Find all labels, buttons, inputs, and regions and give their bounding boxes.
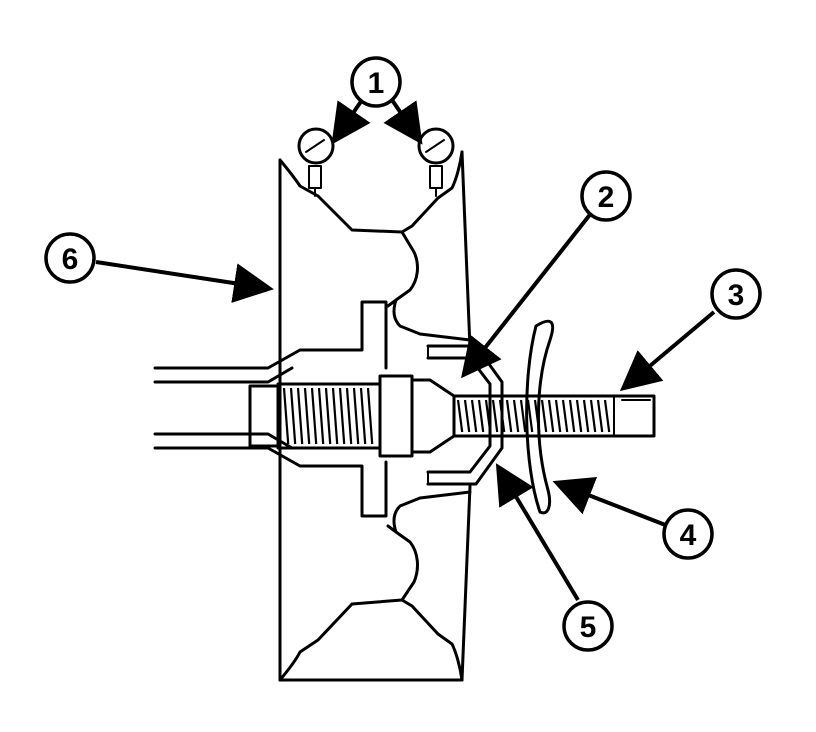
screw-thread-line: [512, 399, 520, 433]
screw-thread-line: [526, 399, 534, 433]
screw-thread-line: [540, 399, 548, 433]
leader-arrows: [95, 98, 716, 602]
screw-thread-line: [547, 399, 555, 433]
wheel-rim: [278, 150, 472, 682]
screw-thread-line: [498, 399, 506, 433]
screw-thread-line: [582, 399, 590, 433]
arrow-5: [495, 463, 580, 602]
forcing-screw: [452, 394, 656, 438]
callout-6: 6: [44, 232, 96, 284]
spindle-thread-line: [324, 387, 332, 445]
screw-thread-line: [589, 399, 597, 433]
callout-2-label: 2: [598, 181, 615, 214]
threaded-spindle: [276, 374, 456, 458]
arrow-1-left: [331, 98, 371, 145]
spindle-thread-line: [359, 387, 367, 445]
screw-thread-line: [477, 399, 485, 433]
spindle-thread-line: [331, 387, 339, 445]
spindle-thread-line: [338, 387, 346, 445]
screw-thread-line: [575, 399, 583, 433]
screw-thread-line: [463, 399, 471, 433]
callout-1-label: 1: [368, 67, 385, 100]
axle-shaft: [153, 300, 388, 518]
spindle-thread-line: [303, 387, 311, 445]
dial-indicator-right: [417, 127, 455, 197]
arrow-1-right: [383, 98, 423, 145]
callout-3-label: 3: [728, 279, 745, 312]
spindle-thread-line: [366, 387, 374, 445]
callout-5-label: 5: [580, 611, 597, 644]
arrow-4: [552, 476, 669, 528]
spindle-thread-line: [352, 387, 360, 445]
spindle-thread-line: [282, 387, 290, 445]
screw-thread-line: [568, 399, 576, 433]
dial-indicator-left: [297, 127, 335, 197]
screw-thread-line: [561, 399, 569, 433]
screw-thread-line: [554, 399, 562, 433]
screw-thread-line: [470, 399, 478, 433]
puller-bridge: [511, 319, 555, 515]
callout-5: 5: [562, 600, 614, 652]
callout-6-label: 6: [62, 243, 79, 276]
arrow-2: [461, 210, 594, 379]
spindle-thread-line: [296, 387, 304, 445]
screw-thread-line: [603, 399, 611, 433]
callout-4: 4: [662, 508, 714, 560]
arrow-6: [95, 260, 274, 303]
callout-3: 3: [710, 268, 762, 320]
spindle-thread-line: [317, 387, 325, 445]
spindle-thread-line: [310, 387, 318, 445]
screw-thread-line: [491, 399, 499, 433]
screw-thread-line: [456, 399, 464, 433]
puller-adapter: [426, 344, 504, 486]
spindle-thread-line: [289, 387, 297, 445]
screw-thread-line: [596, 399, 604, 433]
screw-thread-line: [519, 399, 527, 433]
callout-2: 2: [580, 170, 632, 222]
callout-1: 1: [350, 56, 402, 108]
screw-thread-line: [484, 399, 492, 433]
screw-thread-line: [505, 399, 513, 433]
arrow-3: [619, 310, 716, 392]
callout-4-label: 4: [680, 519, 697, 552]
spindle-thread-line: [345, 387, 353, 445]
